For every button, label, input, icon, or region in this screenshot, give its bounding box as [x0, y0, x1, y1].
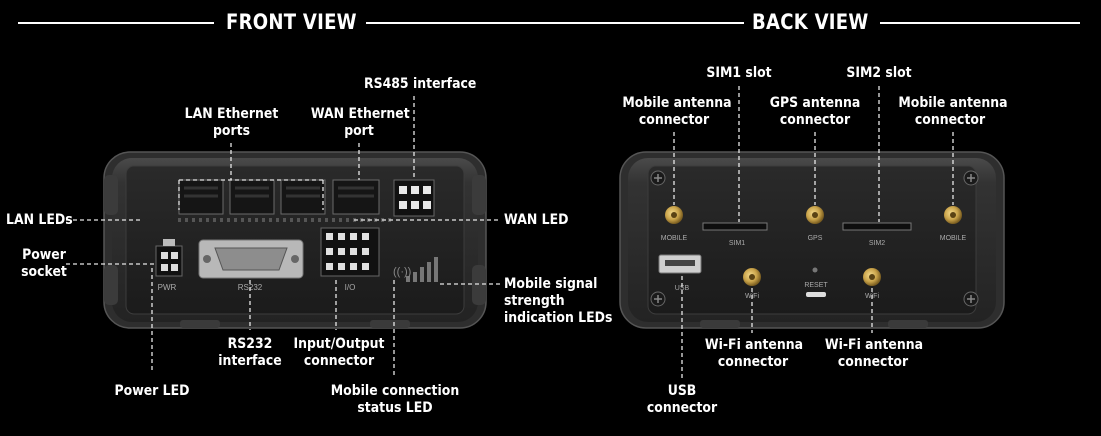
antenna-icon: ((·)) — [393, 266, 411, 278]
rs485-interface-label: RS485 interface — [364, 76, 477, 92]
pwr-device-label: PWR — [158, 283, 177, 292]
power-led-label: Power LED — [114, 383, 190, 399]
gps-device-label: GPS — [808, 235, 823, 242]
sim1-slot-label: SIM1 slot — [706, 65, 772, 81]
back-device: MOBILE SIM1 GPS SIM2 MOBILE USB WiFi RES… — [619, 151, 1005, 329]
sim1-device-label: SIM1 — [729, 240, 745, 247]
signal-bars — [406, 257, 438, 282]
back-view-title: BACK VIEW — [752, 10, 869, 34]
front-rule-left — [18, 22, 214, 24]
front-rule-right — [366, 22, 744, 24]
sim2-device-label: SIM2 — [869, 240, 885, 247]
io-device-label: I/O — [345, 283, 356, 292]
wan-led-label: WAN LED — [504, 212, 569, 228]
ethernet-ports — [178, 179, 380, 215]
usb-device-label: USB — [675, 285, 690, 292]
sim2-slot-label: SIM2 slot — [846, 65, 912, 81]
reset-device-label: RESET — [804, 282, 828, 289]
lan-leds-label: LAN LEDs — [6, 212, 73, 228]
front-view-title: FRONT VIEW — [226, 10, 357, 34]
back-rule-right — [880, 22, 1080, 24]
callout-lines — [66, 86, 954, 378]
mobile-right-device-label: MOBILE — [940, 235, 967, 242]
front-device: PWR RS232 I/O ((·)) — [103, 151, 487, 329]
mobile-left-device-label: MOBILE — [661, 235, 688, 242]
